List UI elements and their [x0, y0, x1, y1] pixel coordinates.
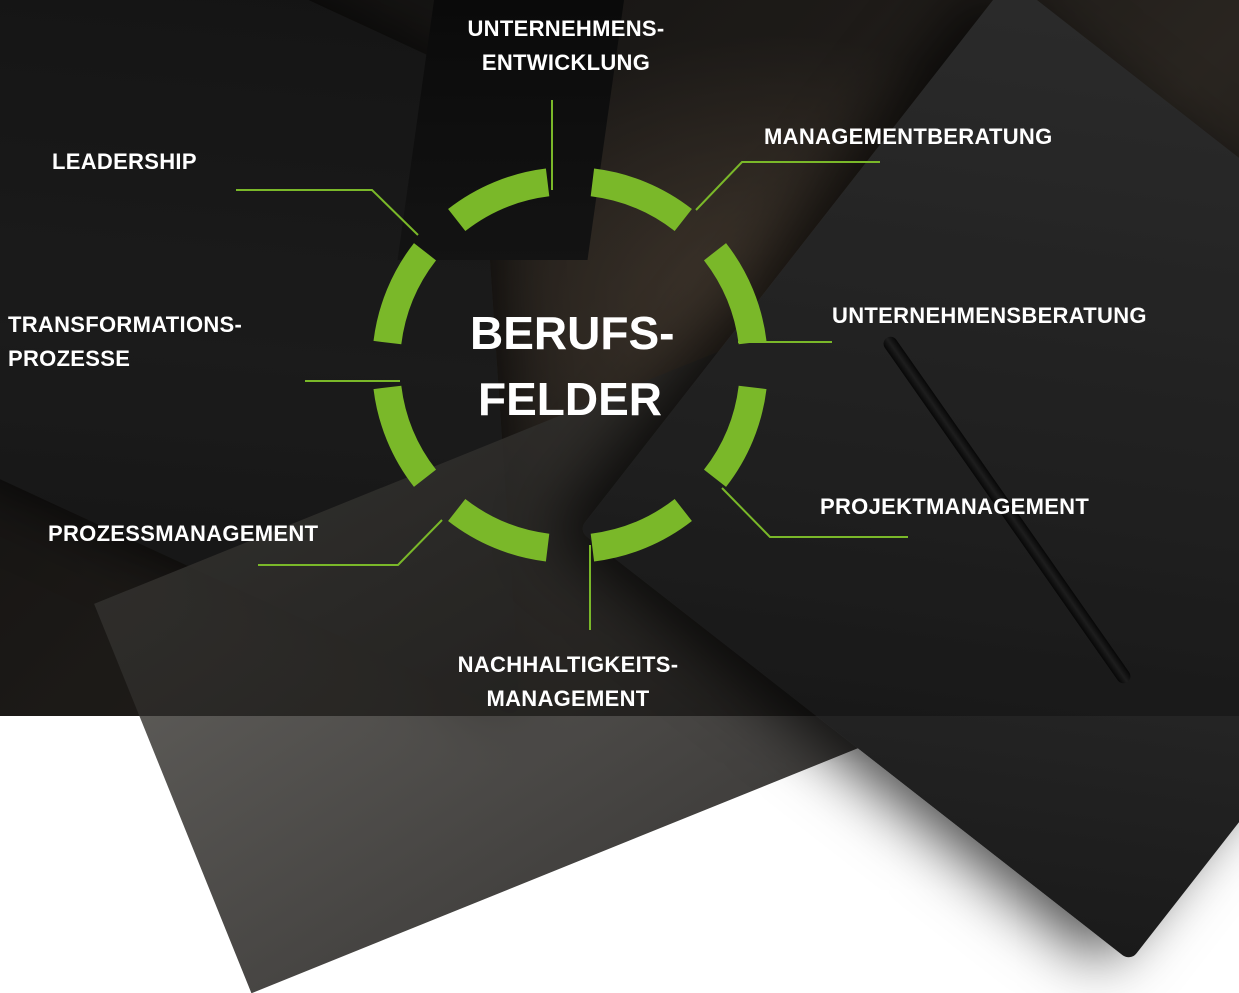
- label-line: PROZESSMANAGEMENT: [48, 521, 319, 546]
- center-title-line-1: BERUFS-: [470, 307, 675, 359]
- label-line: NACHHALTIGKEITS-: [457, 652, 679, 677]
- label-line: UNTERNEHMENS-: [467, 16, 665, 41]
- label-projektmanagement: PROJEKTMANAGEMENT: [820, 490, 1089, 524]
- ring-segment: [590, 498, 692, 562]
- leader-line: [721, 487, 908, 538]
- label-line: ENTWICKLUNG: [481, 50, 651, 75]
- label-transformationsprozesse: TRANSFORMATIONS- PROZESSE: [8, 308, 242, 376]
- leader-line: [236, 189, 419, 236]
- leader-line: [695, 161, 880, 211]
- ring-segment: [373, 385, 437, 487]
- ring: [373, 168, 767, 562]
- background-shade: [0, 0, 1239, 716]
- ring-segment: [448, 168, 550, 232]
- label-unternehmensentwicklung: UNTERNEHMENS- ENTWICKLUNG: [441, 12, 691, 80]
- leader-lines: [236, 100, 908, 630]
- ring-diagram: [236, 100, 908, 630]
- label-nachhaltigkeitsmanagement: NACHHALTIGKEITS- MANAGEMENT: [428, 648, 708, 716]
- label-line: UNTERNEHMENSBERATUNG: [832, 303, 1147, 328]
- label-line: MANAGEMENTBERATUNG: [764, 124, 1053, 149]
- ring-segment: [703, 243, 767, 345]
- ring-segment: [373, 243, 437, 345]
- ring-segment: [448, 498, 550, 562]
- label-line: MANAGEMENT: [486, 686, 650, 711]
- center-title-line-2: FELDER: [478, 373, 662, 425]
- label-line: TRANSFORMATIONS-: [8, 312, 243, 337]
- ring-segment: [590, 168, 692, 232]
- label-prozessmanagement: PROZESSMANAGEMENT: [48, 517, 318, 551]
- label-managementberatung: MANAGEMENTBERATUNG: [764, 120, 1053, 154]
- ring-segment: [703, 385, 767, 487]
- center-title: BERUFS- FELDER: [470, 300, 675, 432]
- label-line: PROJEKTMANAGEMENT: [820, 494, 1090, 519]
- label-unternehmensberatung: UNTERNEHMENSBERATUNG: [832, 299, 1147, 333]
- label-line: LEADERSHIP: [52, 149, 197, 174]
- label-leadership: LEADERSHIP: [52, 145, 197, 179]
- label-line: PROZESSE: [8, 346, 131, 371]
- leader-line: [258, 519, 443, 566]
